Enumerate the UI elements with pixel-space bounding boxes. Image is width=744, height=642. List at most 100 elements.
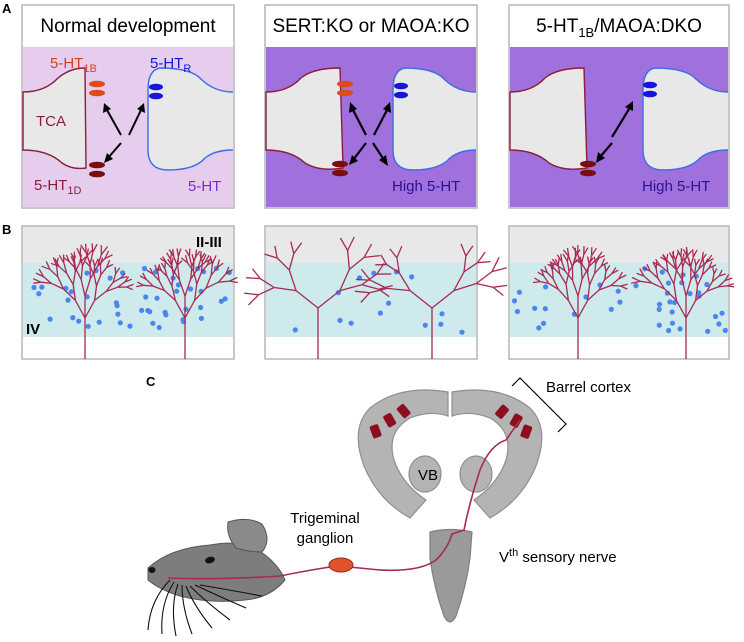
axon-branch [476, 284, 493, 288]
serotonin-dot [678, 326, 683, 331]
ht1b-receptor [89, 90, 105, 97]
serotonin-dot [36, 291, 41, 296]
barrel-cortex-label: Barrel cortex [546, 379, 632, 396]
serotonin-dot [69, 289, 74, 294]
serotonin-dot [147, 309, 152, 314]
serotonin-dot [115, 312, 120, 317]
panel-a-ko-title: SERT:KO or MAOA:KO [272, 16, 469, 37]
serotonin-dot [705, 329, 710, 334]
serotonin-dot [543, 306, 548, 311]
panel-a-normal-title: Normal development [40, 16, 216, 37]
serotonin-dot [423, 323, 428, 328]
axon-branch [681, 248, 682, 256]
serotonin-dot [541, 321, 546, 326]
htr-receptor [394, 92, 408, 99]
htr-receptor [643, 91, 657, 98]
panel-b-normal: II-III IV [22, 226, 238, 359]
axon-branch [561, 254, 562, 261]
ht1b-receptor [89, 81, 105, 88]
serotonin-dot [150, 321, 155, 326]
serotonin-dot [512, 298, 517, 303]
sensory-nerve-label: Vth sensory nerve [499, 547, 617, 566]
ht1d-receptor [332, 161, 348, 168]
serotonin-dot [687, 291, 692, 296]
serotonin-dot [438, 322, 443, 327]
layer-23 [510, 227, 728, 263]
serotonin-label: 5-HT [188, 178, 221, 195]
serotonin-dot [163, 310, 168, 315]
trigeminal-label-line2: ganglion [297, 530, 354, 547]
axon-branch [246, 278, 260, 279]
panel-label-b: B [2, 222, 11, 237]
serotonin-dot [532, 306, 537, 311]
serotonin-dot [48, 317, 53, 322]
serotonin-dot [386, 301, 391, 306]
serotonin-dot [183, 307, 188, 312]
htr-receptor [394, 83, 408, 90]
serotonin-dot [716, 321, 721, 326]
trigeminal-ganglion [329, 558, 353, 572]
serotonin-dot [139, 308, 144, 313]
serotonin-dot [657, 302, 662, 307]
htr-receptor [643, 82, 657, 89]
axon-branch [476, 272, 492, 284]
high-serotonin-label: High 5-HT [642, 178, 710, 195]
panel-label-a: A [2, 1, 12, 16]
panel-label-c: C [146, 374, 156, 389]
brainstem [430, 530, 472, 623]
axon-branch [178, 256, 179, 266]
axon-branch [478, 262, 491, 263]
ht1d-receptor [332, 170, 348, 177]
serotonin-dot [198, 305, 203, 310]
high-serotonin-label: High 5-HT [392, 178, 460, 195]
serotonin-dot [142, 266, 147, 271]
serotonin-dot [609, 307, 614, 312]
axon-branch [356, 280, 370, 281]
serotonin-dot [633, 283, 638, 288]
panel-a-dko: 5-HT1B/MAOA:DKO High 5-HT [509, 5, 729, 208]
axon-branch [581, 265, 582, 279]
htr-receptor [149, 93, 163, 100]
serotonin-dot [657, 307, 662, 312]
serotonin-dot [86, 324, 91, 329]
serotonin-dot [293, 327, 298, 332]
vb-label: VB [418, 467, 438, 484]
panel-b-dko [509, 226, 734, 359]
serotonin-dot [108, 276, 113, 281]
ht1b-receptor [337, 90, 353, 97]
axon-branch [253, 269, 261, 279]
serotonin-dot [515, 309, 520, 314]
axon-branch [552, 270, 553, 279]
tca-label: TCA [36, 113, 66, 130]
serotonin-dot [378, 311, 383, 316]
serotonin-dot [31, 285, 36, 290]
axon-branch [533, 282, 540, 283]
layer-23-label: II-III [196, 234, 222, 251]
serotonin-dot [459, 330, 464, 335]
serotonin-dot [97, 320, 102, 325]
ht1d-receptor [580, 161, 596, 168]
serotonin-dot [114, 300, 119, 305]
serotonin-dot [223, 296, 228, 301]
panel-a-dko-title: 5-HT1B/MAOA:DKO [536, 16, 702, 40]
layer-4-label: IV [26, 321, 40, 338]
axon-branch [493, 287, 503, 295]
axon-branch [249, 295, 259, 305]
htr-receptor [149, 84, 163, 91]
serotonin-dot [76, 319, 81, 324]
serotonin-dot [65, 298, 70, 303]
serotonin-dot [719, 311, 724, 316]
serotonin-dot [439, 311, 444, 316]
axon-branch [89, 260, 90, 266]
serotonin-dot [666, 281, 671, 286]
ht1d-receptor [89, 171, 105, 178]
serotonin-dot [517, 290, 522, 295]
axon-branch [611, 286, 620, 287]
serotonin-dot [657, 323, 662, 328]
axon-branch [244, 293, 258, 295]
serotonin-dot [667, 299, 672, 304]
ht1d-receptor [580, 170, 596, 177]
serotonin-dot [199, 316, 204, 321]
ht1d-receptor [89, 162, 105, 169]
